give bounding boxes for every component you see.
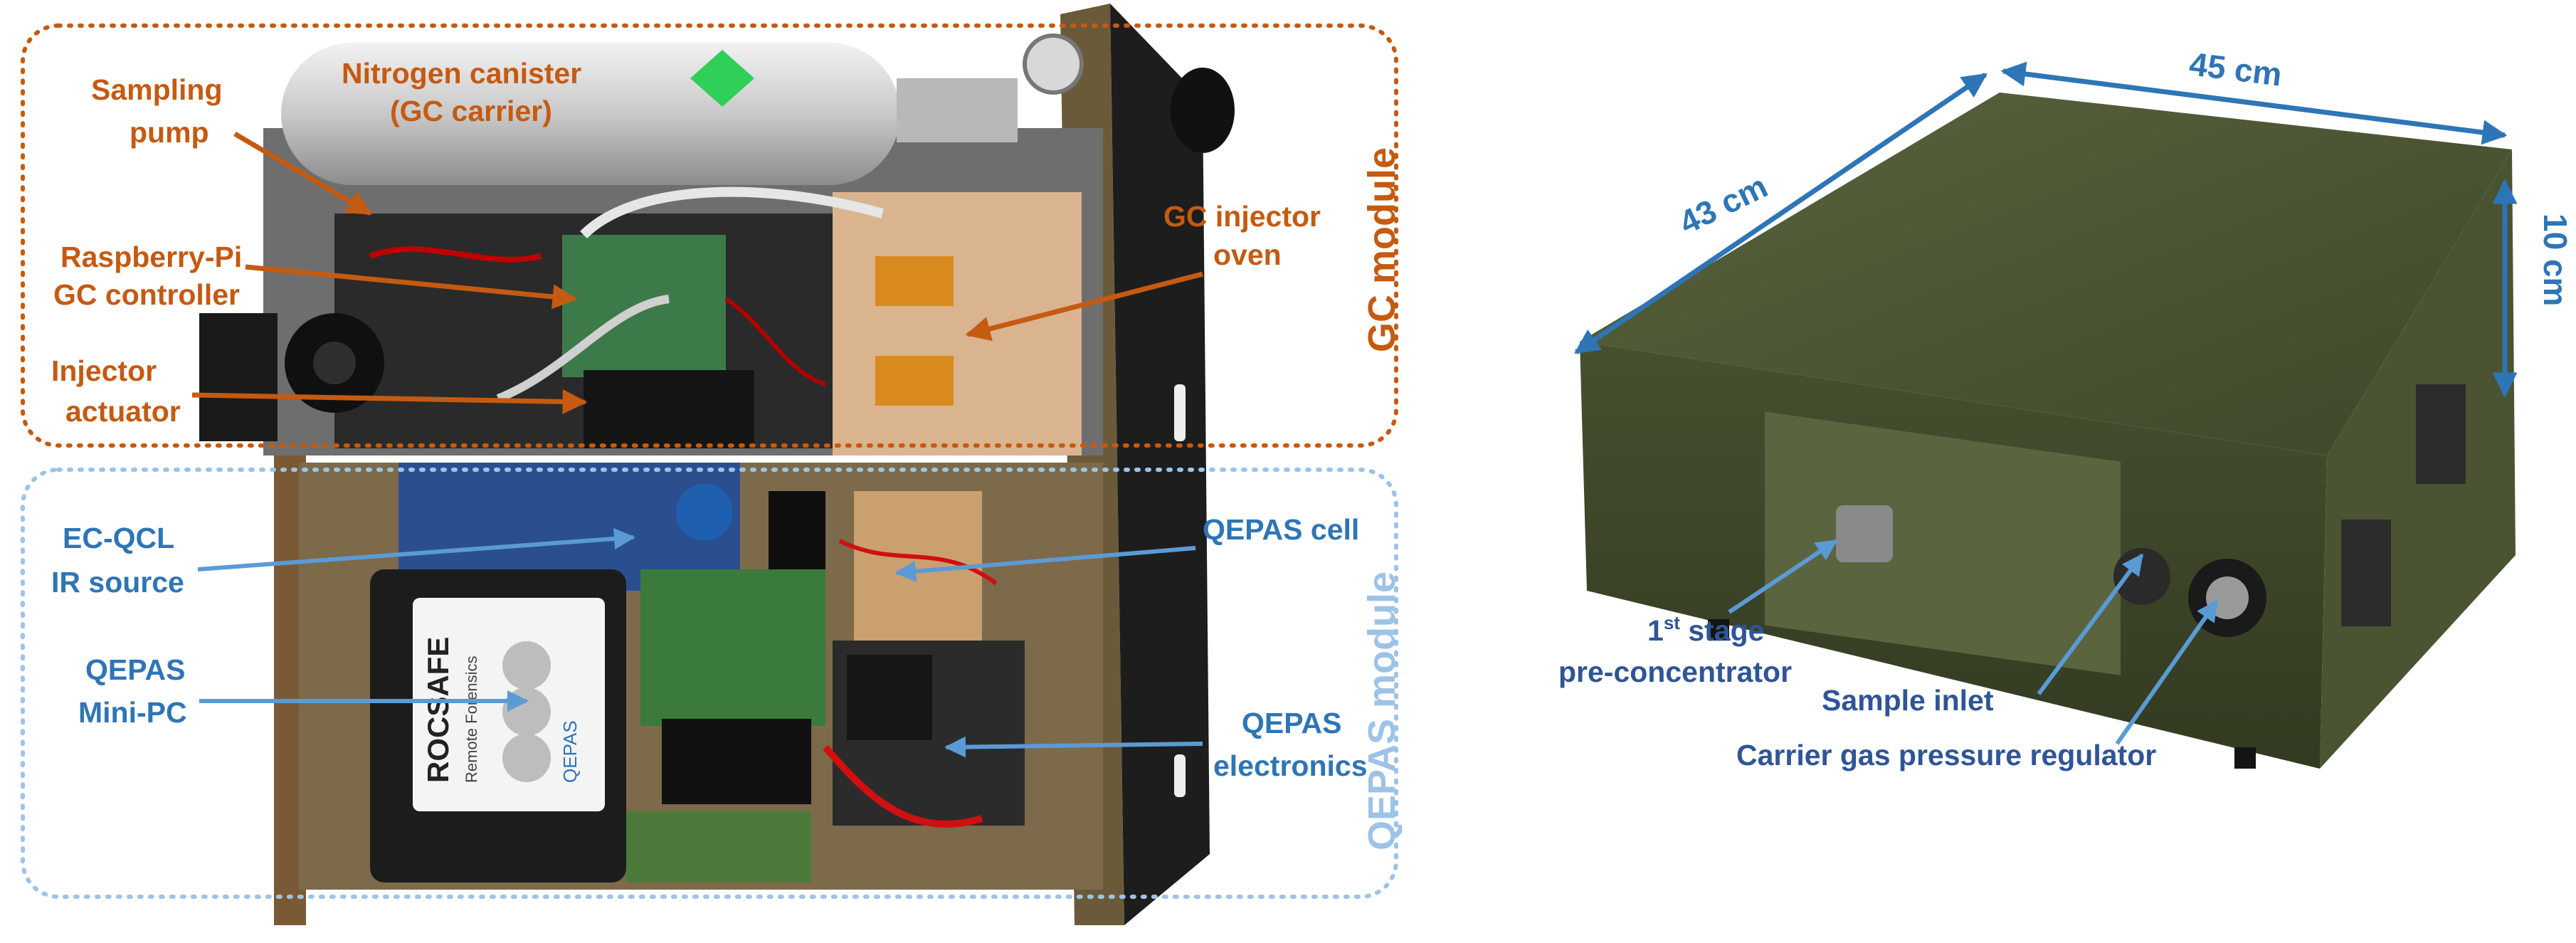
mini-pc-disc: [502, 688, 551, 736]
lower-green-board: [626, 811, 811, 883]
qcl-arrow: [197, 528, 635, 571]
hazard-diamond: [690, 50, 754, 107]
electronics-arrow: [944, 736, 1203, 758]
pressure-gauge: [1023, 33, 1084, 95]
preconcentrator-label-2: pre-concentrator: [1558, 655, 1792, 688]
minipc-label-1: QEPAS: [85, 653, 186, 686]
foot: [2234, 747, 2256, 769]
oven-heater-2: [875, 356, 954, 406]
minipc-label-2: Mini-PC: [78, 696, 187, 729]
oven-heater-1: [875, 256, 954, 306]
right-black-panel: [1110, 4, 1210, 925]
inlet-arrow: [2037, 553, 2144, 695]
enclosure-photo: [1580, 93, 2516, 769]
qcl-label-1: EC-QCL: [63, 522, 174, 554]
width-dimension-arrow: [2000, 61, 2508, 145]
qepas-module-title: QEPAS module: [1361, 571, 1403, 850]
oven-arrow: [965, 271, 1203, 342]
oven-plate: [833, 192, 1082, 455]
rack-slot: [1174, 754, 1186, 797]
cell-arrow: [894, 546, 1196, 582]
actuator-box: [584, 370, 754, 448]
regulator-label: Carrier gas pressure regulator: [1736, 739, 2156, 771]
wiring: [838, 539, 998, 586]
enclosure-top: [1580, 93, 2512, 455]
oven-label-1: GC injector: [1163, 200, 1321, 233]
tubing: [496, 295, 670, 403]
electronics-fan: [847, 655, 932, 740]
mini-pc-subbrand: Remote Forensics: [463, 655, 480, 783]
regulator-dial: [2206, 576, 2249, 619]
mini-pc-disc: [502, 734, 551, 782]
fan-pair: [662, 719, 811, 804]
rpi-label-2: GC controller: [53, 278, 240, 311]
pump-label-1: Sampling: [91, 73, 223, 106]
height-label: 10 cm: [2537, 214, 2574, 306]
gc-module-box: [21, 23, 1398, 448]
width-label: 45 cm: [2187, 45, 2284, 93]
mini-pc-qepas: QEPAS: [559, 720, 581, 783]
preconcentrator-arrow: [1728, 539, 1838, 614]
fan-left-hub: [313, 342, 356, 384]
wiring: [369, 246, 542, 263]
mini-pc-brand: ROCSAFE: [421, 637, 455, 783]
rpi-label-1: Raspberry-Pi: [60, 241, 242, 273]
electronics-label-2: electronics: [1213, 749, 1368, 782]
pump-label-2: pump: [130, 116, 209, 149]
preconcentrator-label-1: 1st stage: [1647, 612, 1764, 647]
depth-dimension-arrow: [1574, 73, 1988, 354]
nitrogen-label-1: Nitrogen canister: [342, 57, 581, 90]
qepas-labels: EC-QCL IR source QEPAS Mini-PC QEPAS cel…: [51, 513, 1368, 782]
qepas-module-box: [21, 468, 1398, 899]
preconcentrator-superscript: st: [1664, 612, 1680, 633]
qcl-blue-disc: [676, 484, 733, 541]
injector-label-1: Injector: [51, 354, 157, 387]
tubing: [580, 186, 884, 238]
rack-slot: [1174, 384, 1186, 441]
preconcentrator-box: [1765, 411, 2121, 675]
mini-pc: ROCSAFE Remote Forensics QEPAS: [370, 569, 626, 883]
inlet-label: Sample inlet: [1822, 684, 1994, 717]
valve-knob: [1171, 68, 1235, 153]
oven-label-2: oven: [1213, 238, 1282, 271]
side-fan-2: [2341, 520, 2391, 626]
gc-module-title: GC module: [1361, 147, 1403, 352]
preconcentrator-stage: stage: [1680, 614, 1765, 647]
interior-photo: ROCSAFE Remote Forensics QEPAS: [199, 4, 1235, 925]
regulator-arrow: [2115, 599, 2219, 745]
nitrogen-canister: [281, 33, 1235, 185]
wiring: [724, 297, 826, 386]
injector-label-2: actuator: [65, 395, 181, 428]
green-board: [640, 569, 825, 726]
rpi-arrow: [245, 264, 578, 310]
wiring: [823, 744, 983, 828]
cell-label: QEPAS cell: [1203, 513, 1359, 546]
fan-left-frame: [199, 313, 278, 441]
nitrogen-label-2: (GC carrier): [390, 95, 552, 127]
electronics-label-1: QEPAS: [1242, 707, 1342, 739]
canister-valve: [897, 78, 1018, 142]
gc-labels: Nitrogen canister (GC carrier) Sampling …: [51, 57, 1321, 428]
foot: [1708, 619, 1729, 641]
qcl-label-2: IR source: [51, 566, 184, 599]
preconcentrator-number: 1: [1647, 614, 1664, 647]
side-fan-1: [2416, 384, 2466, 484]
preconcentrator-fan: [1836, 505, 1893, 562]
mini-pc-disc: [502, 641, 551, 690]
pump-arrow: [233, 131, 373, 216]
injector-arrow: [191, 389, 588, 414]
